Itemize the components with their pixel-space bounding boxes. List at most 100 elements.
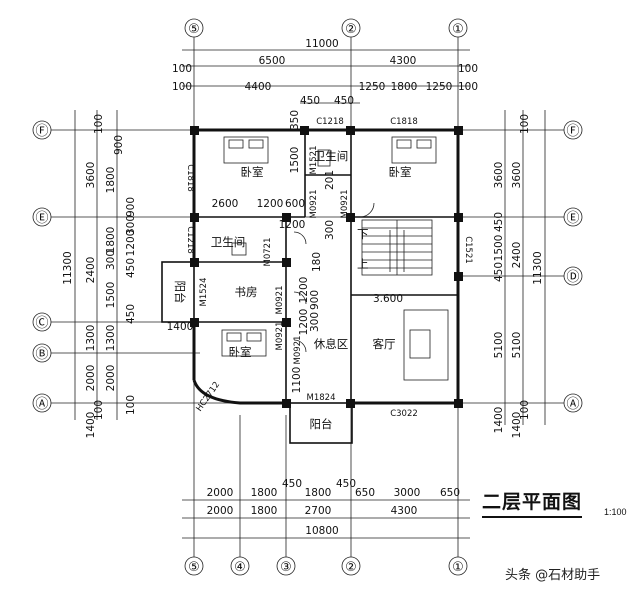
dim-left-i-6: 300 [105, 250, 117, 270]
dim-top-r3-4: 1250 [426, 81, 453, 93]
room-bathroom-n: 卫生间 [314, 149, 349, 163]
dim-top-r3-3: 1800 [391, 81, 418, 93]
dim-top-r2-3: 100 [458, 63, 478, 75]
axis-label-right-A: Ⓐ [566, 397, 579, 412]
dim-top-r4-0: 450 [300, 95, 320, 107]
dim-top-r3-2: 1250 [359, 81, 386, 93]
code-m0921-a: M0921 [309, 190, 319, 219]
idim-600: 600 [285, 198, 305, 210]
axis-label-left-E: Ⓔ [35, 211, 48, 226]
idim-1200-b: 1200 [298, 277, 310, 304]
dim-right-i-4: 5100 [493, 332, 505, 359]
dim-bottom-r1-3: 1800 [305, 487, 332, 499]
dim-bottom-r1-0: 2000 [207, 487, 234, 499]
dim-left-o-2: 2400 [85, 257, 97, 284]
axis-label-left-F: Ⓕ [35, 124, 48, 139]
idim-350-a: 350 [289, 110, 301, 130]
furniture [221, 136, 449, 381]
idim-1400: 1400 [167, 321, 194, 333]
door-swings [293, 202, 375, 353]
axis-label-left-A: Ⓐ [35, 397, 48, 412]
axis-label-bottom-4: ④ [234, 560, 246, 575]
dim-left-o-3: 1300 [85, 325, 97, 352]
dim-left-i-9: 450 [125, 304, 137, 324]
dim-left-i-0: 900 [113, 135, 125, 155]
axis-bubbles-bottom: ⑤ ④ ③ ② ① [184, 556, 468, 576]
dimension-bottom: 2000 1800 450 1800 450 650 3000 650 2000… [182, 478, 470, 539]
dim-left-o-5: 1400 [85, 412, 97, 439]
axis-label-right-D: Ⓓ [566, 270, 579, 285]
room-balcony-s: 阳台 [310, 417, 333, 431]
room-labels: 卧室 卧室 卫生间 卫生间 书房 阳台 卧室 休息区 客厅 阳台 下 上 [173, 149, 412, 431]
room-bedroom-nw: 卧室 [241, 165, 264, 179]
plan-scale: 1:100 [604, 507, 627, 517]
dim-left-o-0: 100 [93, 114, 105, 134]
dim-bottom-r2-2: 2700 [305, 505, 332, 517]
dimension-left: 11300 100 3600 2400 1300 2000 1400 100 9… [62, 110, 137, 438]
stair-down-label: 下 [357, 227, 369, 241]
idim-1100: 1100 [291, 367, 303, 394]
code-c1521: C1521 [463, 236, 473, 264]
dim-left-i-1: 1800 [105, 167, 117, 194]
columns [190, 126, 463, 408]
code-c3022: C3022 [390, 409, 418, 419]
dim-bottom-r1-5: 650 [355, 487, 375, 499]
dim-right-o-1: 3600 [511, 162, 523, 189]
code-c1218-top: C1218 [316, 117, 344, 127]
interior-dimensions: 2600 1200 600 1500 350 1200 300 180 300 … [167, 110, 403, 393]
room-balcony-w: 阳台 [173, 281, 187, 304]
idim-900: 900 [309, 290, 321, 310]
code-m0921-d: M0921 [275, 322, 285, 351]
dim-top-r3-5: 100 [458, 81, 478, 93]
dim-left-o-6: 100 [93, 400, 105, 420]
dim-right-o-4: 1400 [511, 412, 523, 439]
dim-bottom-r1-4: 450 [336, 478, 356, 490]
axis-label-top-1: ① [452, 22, 464, 37]
dim-bottom-r2-1: 1800 [251, 505, 278, 517]
staircase [361, 219, 433, 276]
idim-1200: 1200 [257, 198, 284, 210]
dim-right-o-3: 5100 [511, 332, 523, 359]
code-m1521: M1521 [309, 146, 319, 175]
dim-left-i-7: 450 [125, 258, 137, 278]
dim-right-overall: 11300 [532, 251, 544, 284]
axis-label-right-E: Ⓔ [566, 211, 579, 226]
code-m0721: M0721 [263, 238, 273, 267]
code-m0921-b: M0921 [340, 190, 350, 219]
room-bedroom-ne: 卧室 [389, 165, 412, 179]
idim-201: 201 [324, 170, 336, 190]
code-hc2712: HC2712 [195, 380, 223, 414]
idim-2600: 2600 [212, 198, 239, 210]
dim-left-i-11: 2000 [105, 365, 117, 392]
dim-right-i-5: 1400 [493, 407, 505, 434]
dim-bottom-overall: 10800 [305, 525, 338, 537]
elevation-mark: 3.600 [373, 293, 403, 305]
dim-left-i-5: 1800 [105, 227, 117, 254]
dim-bottom-r1-1: 1800 [251, 487, 278, 499]
axis-label-right-F: Ⓕ [566, 124, 579, 139]
idim-300: 300 [324, 220, 336, 240]
dim-right-i-2: 1500 [493, 235, 505, 262]
code-m1524: M1524 [199, 278, 209, 307]
plan-title: 二层平面图 [482, 487, 583, 518]
axis-label-bottom-5: ⑤ [188, 560, 200, 575]
dim-top-r2-1: 6500 [259, 55, 286, 67]
room-bathroom-w: 卫生间 [211, 235, 246, 249]
dim-right-o-0: 100 [519, 114, 531, 134]
axis-label-bottom-1: ① [452, 560, 464, 575]
idim-1500: 1500 [289, 147, 301, 174]
axis-label-left-B: Ⓑ [35, 347, 48, 362]
idim-1200-d: 1200 [279, 219, 306, 231]
dim-bottom-r2-3: 4300 [391, 505, 418, 517]
dim-right-o-2: 2400 [511, 242, 523, 269]
axis-label-top-2: ② [345, 22, 357, 37]
code-m1824: M1824 [307, 393, 336, 403]
dim-top-overall: 11000 [305, 38, 338, 50]
axis-label-left-C: Ⓒ [35, 316, 48, 331]
dim-bottom-r1-2: 450 [282, 478, 302, 490]
idim-180: 180 [311, 252, 323, 272]
dim-top-r3-1: 4400 [245, 81, 272, 93]
room-study: 书房 [235, 285, 258, 299]
code-m0921-c: M0921 [275, 286, 285, 315]
